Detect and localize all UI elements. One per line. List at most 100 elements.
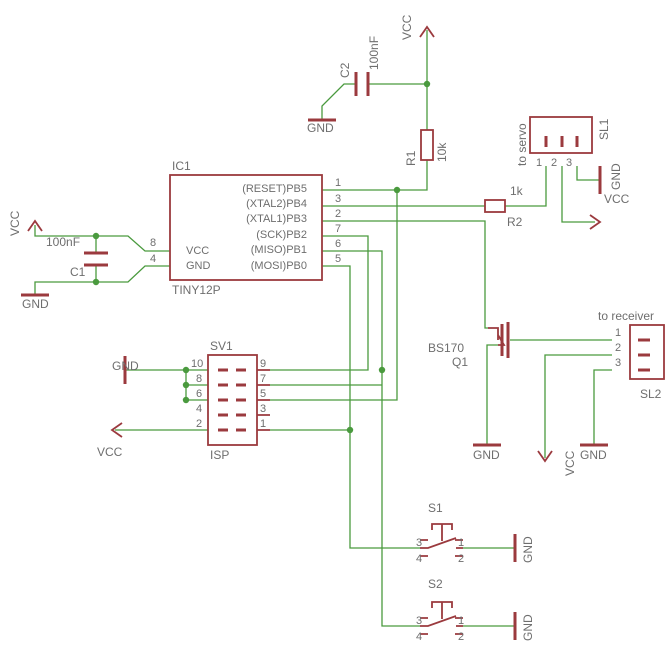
sl2-pin-1: 1 (615, 327, 621, 339)
r2-name: R2 (507, 215, 523, 229)
connector-sl1: 1 2 3 to servo SL1 (515, 116, 611, 169)
vcc-label-left: VCC (8, 210, 22, 236)
sv1-pin-3: 3 (260, 403, 266, 415)
vcc-label-isp: VCC (97, 445, 123, 459)
gnd-label-q1: GND (473, 448, 500, 462)
gnd-label-s2: GND (521, 614, 535, 641)
ic1-pin-label-pb2: (SCK)PB2 (256, 229, 307, 241)
q1-name: Q1 (452, 355, 468, 369)
vcc-symbol-sl2: VCC (537, 450, 577, 476)
sl2-pin-3: 3 (615, 357, 621, 369)
ic1-pin-label-pb1: (MISO)PB1 (251, 244, 307, 256)
ic1-value: TINY12P (172, 283, 221, 297)
capacitor-c2: C2 100nF (338, 36, 381, 96)
gnd-label-s1: GND (521, 536, 535, 563)
vcc-label-sl1: VCC (604, 192, 630, 206)
gnd-symbol-left: GND (21, 293, 49, 311)
ic1-pin-label-pb0: (MOSI)PB0 (251, 260, 307, 272)
s1-pin-4: 4 (416, 553, 422, 565)
s2-name: S2 (428, 577, 443, 591)
gnd-symbol-s1: GND (513, 534, 535, 563)
vcc-symbol-sl1: VCC (589, 192, 630, 230)
connector-sl2: 1 2 3 to receiver SL2 (598, 309, 665, 401)
s2-pin-2: 2 (458, 631, 464, 643)
sv1-value: ISP (210, 448, 229, 462)
ic1-pin-label-vcc: VCC (186, 245, 209, 257)
gnd-label-c2: GND (307, 121, 334, 135)
gnd-symbol-s2: GND (513, 612, 535, 641)
sl2-label: to receiver (598, 309, 654, 323)
vcc-symbol-top: VCC (400, 14, 435, 40)
resistor-r2: 1k R2 (484, 184, 524, 229)
ic1-pin-label-pb3: (XTAL1)PB3 (246, 213, 307, 225)
gnd-label-sl1: GND (609, 163, 623, 190)
sv1-pin-7: 7 (260, 373, 266, 385)
ic1-pin-num-4: 4 (150, 253, 156, 265)
vcc-label-top: VCC (400, 14, 414, 40)
ic1-pin-num-6: 6 (335, 238, 341, 250)
gnd-symbol-sl2: GND (580, 443, 608, 462)
s1-pin-2: 2 (458, 553, 464, 565)
r1-value: 10k (435, 142, 449, 162)
c1-value: 100nF (46, 235, 80, 249)
c2-value: 100nF (367, 36, 381, 70)
sv1-pin-5: 5 (260, 388, 266, 400)
vcc-label-sl2: VCC (563, 450, 577, 476)
resistor-r1: R1 10k (404, 129, 449, 166)
capacitor-c1: 100nF C1 (46, 235, 108, 279)
gnd-symbol-c2: GND (307, 118, 336, 135)
sl2-pin-2: 2 (615, 342, 621, 354)
switch-s1: S1 3 4 1 2 (416, 501, 464, 565)
sl1-pin-1: 1 (536, 157, 542, 169)
s2-pin-4: 4 (416, 631, 422, 643)
ic1-pin-label-pb4: (XTAL2)PB4 (246, 198, 307, 210)
sl2-name: SL2 (640, 387, 662, 401)
vcc-symbol-left: VCC (8, 210, 43, 236)
ic1-pin-label-gnd: GND (186, 260, 211, 272)
ic1-pin-num-5: 5 (335, 253, 341, 265)
s2-pin-3: 3 (416, 615, 422, 627)
c1-name: C1 (70, 265, 86, 279)
transistor-q1: BS170 Q1 (428, 322, 510, 369)
sv1-pin-4: 4 (196, 403, 202, 415)
wires (34, 30, 612, 627)
sv1-pin-6: 6 (196, 388, 202, 400)
sv1-pin-1: 1 (260, 418, 266, 430)
sv1-pin-9: 9 (260, 358, 266, 370)
ic1-pin-num-8: 8 (150, 237, 156, 249)
sl1-pin-2: 2 (551, 157, 557, 169)
s2-pin-1: 1 (458, 615, 464, 627)
sv1-pin-8: 8 (196, 373, 202, 385)
c2-name: C2 (338, 62, 352, 78)
ic1-pin-num-7: 7 (335, 223, 341, 235)
gnd-symbol-q1: GND (473, 443, 501, 462)
header-sv1: SV1 ISP 10 8 6 4 2 9 7 5 3 1 (191, 339, 270, 462)
ic1-name: IC1 (172, 159, 191, 173)
sl1-pin-3: 3 (566, 157, 572, 169)
gnd-label-left: GND (22, 297, 49, 311)
s1-pin-3: 3 (416, 537, 422, 549)
ic1-pin-label-pb5: (RESET)PB5 (242, 183, 307, 195)
sl1-label: to servo (515, 123, 529, 166)
gnd-label-sl2: GND (580, 448, 607, 462)
r1-name: R1 (404, 150, 418, 166)
q1-value: BS170 (428, 341, 464, 355)
sl1-name: SL1 (597, 118, 611, 140)
junctions (92, 80, 431, 434)
s1-pin-1: 1 (458, 537, 464, 549)
ic1-pin-num-2: 2 (335, 208, 341, 220)
switch-s2: S2 3 4 1 2 (416, 577, 464, 643)
ic1-pin-num-3: 3 (335, 193, 341, 205)
sv1-pin-2: 2 (196, 418, 202, 430)
ic1-component: IC1 TINY12P VCC GND 8 4 (RESET)PB5 (XTAL… (150, 159, 341, 297)
gnd-symbol-isp: GND (112, 356, 139, 384)
gnd-symbol-sl1: GND (598, 163, 623, 194)
gnd-label-isp: GND (112, 359, 139, 373)
ic1-pin-num-1: 1 (335, 177, 341, 189)
sv1-name: SV1 (210, 339, 233, 353)
s1-name: S1 (428, 501, 443, 515)
vcc-symbol-isp: VCC (97, 422, 123, 459)
r2-value: 1k (510, 184, 524, 198)
sv1-pin-10: 10 (191, 358, 203, 370)
